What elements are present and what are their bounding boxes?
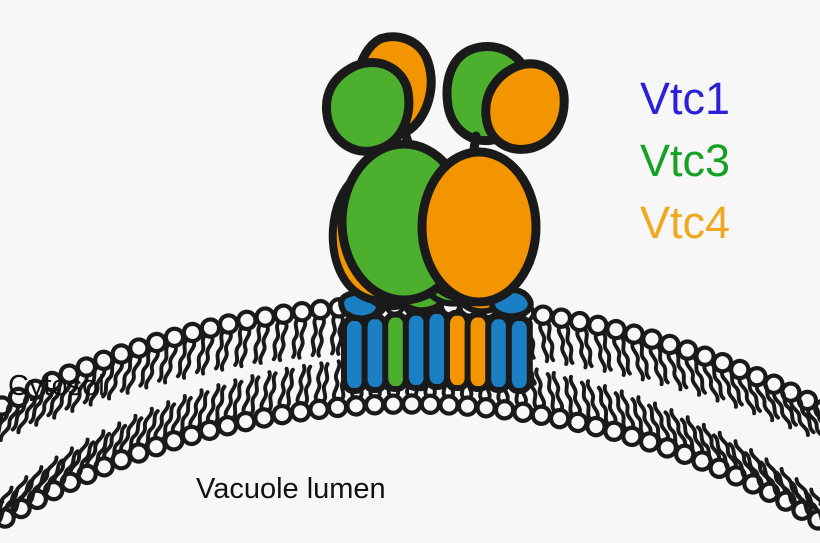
- transmembrane-helices: [341, 308, 533, 394]
- legend-item-vtc3: Vtc3: [640, 134, 730, 188]
- legend: Vtc1 Vtc3 Vtc4: [640, 72, 730, 250]
- legend-item-vtc1: Vtc1: [640, 72, 730, 126]
- legend-label-vtc4: Vtc4: [640, 197, 731, 248]
- phospholipid-outer: [307, 300, 330, 356]
- phospholipid-inner: [816, 497, 820, 543]
- legend-label-vtc1: Vtc1: [640, 73, 731, 124]
- cytosol-label: Cytosol: [8, 370, 105, 402]
- tm-helix-vtc1-9: [505, 315, 533, 394]
- cytosolic-domains-front: [337, 139, 541, 307]
- legend-item-vtc4: Vtc4: [640, 196, 730, 250]
- spx-domain-green-left: [322, 57, 414, 156]
- spx-domain-orange-right: [481, 59, 569, 154]
- vtc4-catalytic-body: [417, 147, 541, 307]
- legend-label-vtc3: Vtc3: [640, 135, 731, 186]
- vacuole-lumen-label: Vacuole lumen: [196, 473, 386, 505]
- spx-domains: [322, 32, 569, 167]
